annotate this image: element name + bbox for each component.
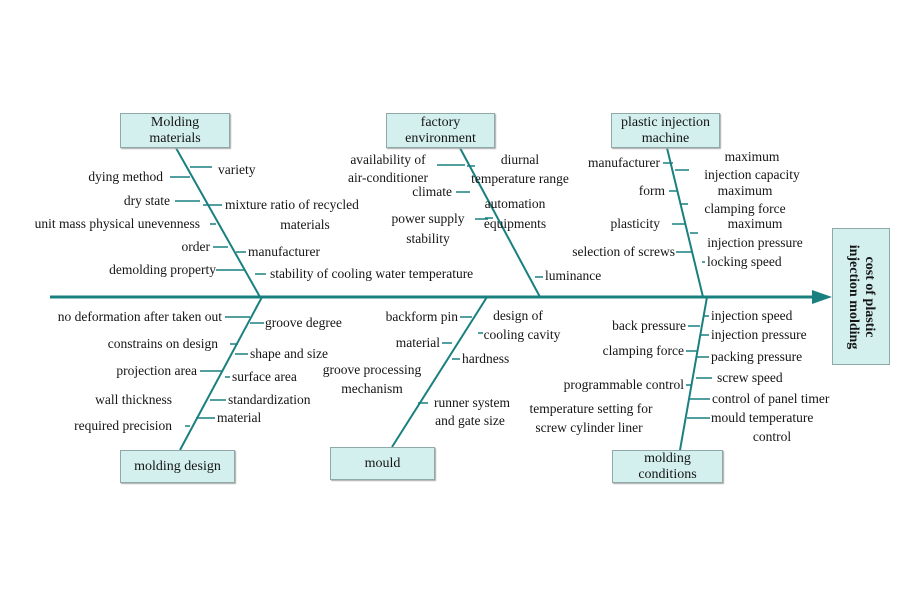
category-mould: mould [330,447,435,480]
bone-molding-design [179,296,263,451]
cause-label: maximum [717,183,773,198]
cause-label: mechanism [341,381,403,396]
category-title: machine [641,130,690,146]
category-title: molding [644,450,691,466]
cause-label: required precision [74,418,172,433]
cause-label: selection of screws [572,244,675,259]
cause-label: back pressure [612,318,686,333]
cause-label: injection speed [711,308,793,323]
cause-label: mould temperature [711,410,814,425]
category-title: environment [405,130,476,146]
category-title: factory [420,114,461,130]
cause-label: clamping force [602,343,684,358]
cause-label: clamping force [704,201,786,216]
cause-label: air-conditioner [348,170,428,185]
cause-label: standardization [228,392,311,407]
cause-label: packing pressure [711,349,803,364]
cause-label: locking speed [707,254,782,269]
cause-label: climate [412,184,452,199]
category-title: plastic injection [620,114,711,130]
cause-label: unit mass physical unevenness [34,216,200,231]
category-title: materials [149,130,201,146]
cause-label: demolding property [109,262,216,277]
cause-label: availability of [350,152,426,167]
cause-label: material [395,335,440,350]
cause-label: groove degree [265,315,342,330]
cause-label: cooling cavity [483,327,561,342]
cause-label: programmable control [563,377,684,392]
cause-label: stability [406,231,450,246]
cause-label: projection area [116,363,197,378]
cause-label: no deformation after taken out [57,309,222,324]
cause-label: diurnal [500,152,540,167]
cause-label: wall thickness [95,392,172,407]
cause-label: backform pin [385,309,458,324]
cause-label: manufacturer [248,244,320,259]
category-molding-design: molding design [120,450,235,483]
bone-mould [391,296,488,448]
cause-label: injection pressure [707,235,803,250]
cause-label: surface area [232,369,297,384]
cause-label: temperature range [471,171,569,186]
cause-label: mixture ratio of recycled [225,197,359,212]
cause-label: control of panel timer [712,391,830,406]
cause-label: plasticity [610,216,661,231]
category-title: molding design [134,458,221,474]
cause-label: screw cylinder liner [535,420,643,435]
cause-label: runner system [433,395,511,410]
cause-label: maximum [724,149,780,164]
cause-label: power supply [391,211,465,226]
cause-ticks [170,162,712,427]
cause-label: equipments [483,216,547,231]
cause-label: and gate size [435,413,505,428]
bone-factory-environment [459,147,541,298]
cause-label: control [752,429,792,444]
cause-label: manufacturer [588,155,660,170]
category-title: Molding [150,114,200,130]
cause-label: constrains on design [107,336,218,351]
cause-label: automation [484,196,546,211]
cause-label: screw speed [717,370,783,385]
cause-label: injection capacity [704,167,800,182]
bone-molding-materials [175,147,261,298]
cause-label: variety [218,162,256,177]
category-title: conditions [638,466,697,482]
cause-label: injection pressure [711,327,807,342]
bone-molding-conditions [679,296,708,451]
cause-label: material [217,410,262,425]
effect-line-1: cost of plastic [862,256,877,337]
cause-label: maximum [727,216,783,231]
bone-plastic-injection-machine [666,147,704,298]
category-title: mould [364,455,401,471]
cause-label: temperature setting for [529,401,653,416]
cause-label: shape and size [250,346,328,361]
cause-label: order [181,239,210,254]
spine-arrowhead [812,290,832,304]
cause-label: hardness [462,351,510,366]
cause-label: luminance [545,268,602,283]
cause-label: materials [280,217,330,232]
cause-label: groove processing [322,362,422,377]
cause-label: stability of cooling water temperature [270,266,474,281]
effect-line-2: injection molding [846,244,861,349]
cause-label: dry state [123,193,170,208]
cause-label: design of [493,308,543,323]
cause-label: dying method [88,169,163,184]
cause-label: form [638,183,665,198]
